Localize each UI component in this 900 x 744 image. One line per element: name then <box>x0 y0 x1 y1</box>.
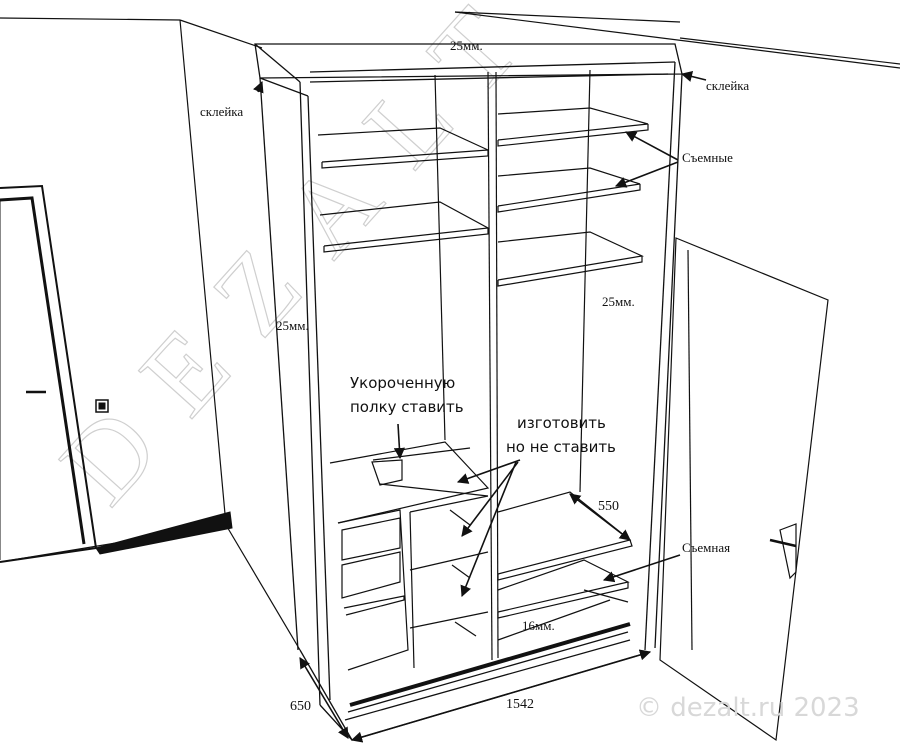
short-shelf-label-line1: Укороченную <box>350 374 455 392</box>
glue-right-label: склейка <box>706 78 749 93</box>
room-door <box>0 184 233 563</box>
right-shelves <box>497 107 649 641</box>
top-thickness-label: 25мм. <box>450 38 483 53</box>
room-door-right <box>659 237 829 742</box>
removable-top-label: Съемные <box>682 150 733 165</box>
depth-dimension-label: 650 <box>290 699 311 714</box>
shelf-thickness-label: 16мм. <box>522 618 555 633</box>
glue-left-label: склейка <box>200 104 243 119</box>
center-divider <box>434 69 591 661</box>
short-shelf-label-line2: полку ставить <box>350 398 464 416</box>
right-panel-thickness-label: 25мм. <box>602 294 635 309</box>
width-dimension-label: 1542 <box>506 697 534 712</box>
left-panel-thickness-label: 25мм. <box>276 318 309 333</box>
make-not-install-line1: изготовить <box>517 414 606 432</box>
copyright-watermark: © dezalt.ru 2023 <box>636 693 860 723</box>
make-not-install-line2: но не ставить <box>506 438 616 456</box>
removable-bottom-label: Съемная <box>682 540 730 555</box>
shelf-depth-label: 550 <box>598 499 619 514</box>
annotation-arrows <box>253 71 707 743</box>
